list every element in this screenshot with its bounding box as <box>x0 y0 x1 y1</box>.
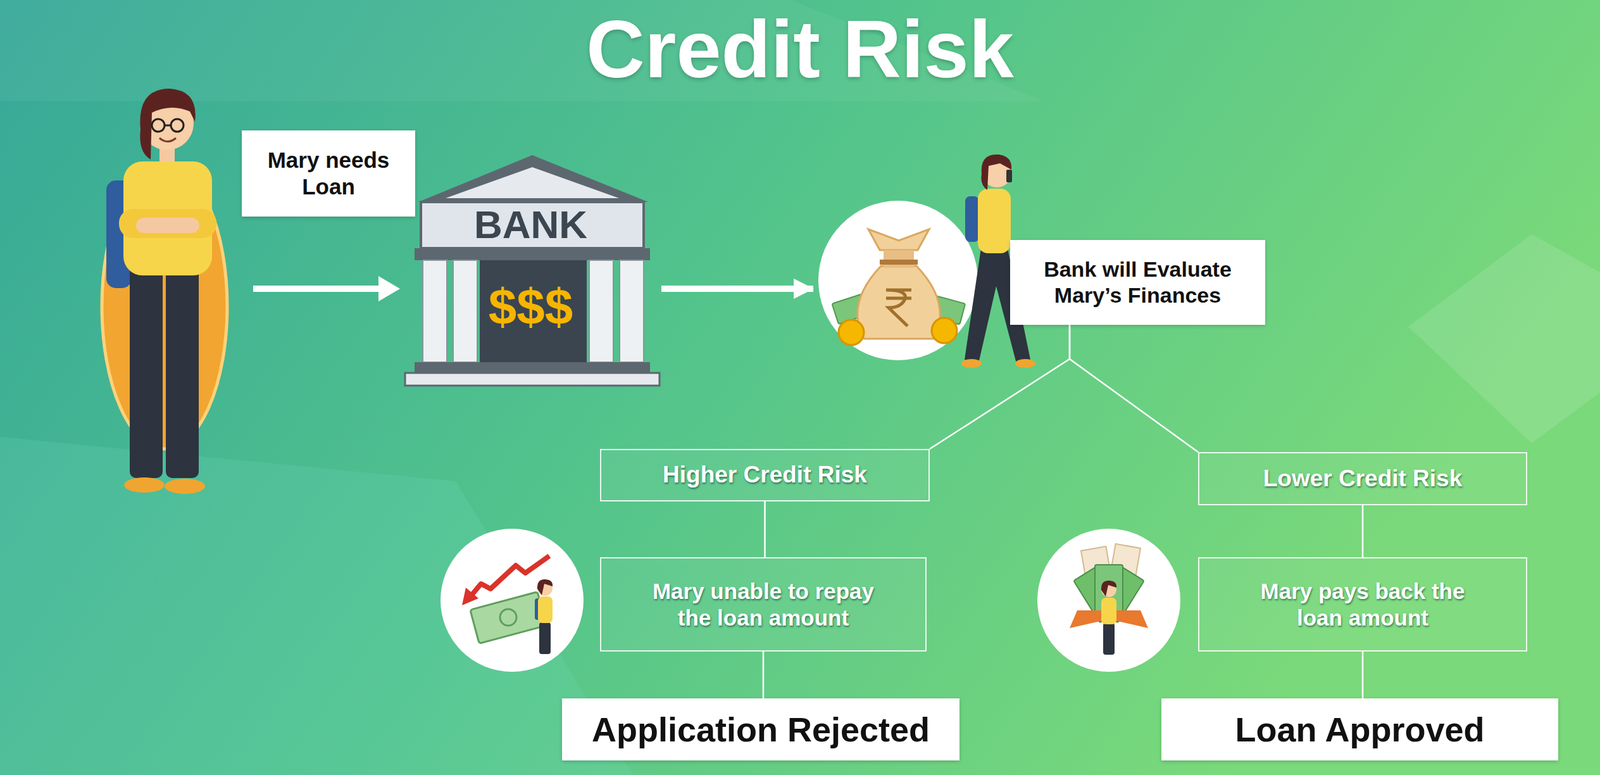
evaluation-step: Bank will Evaluate Mary’s Finances <box>818 200 1266 325</box>
box-label: Lower Credit Risk <box>1263 464 1463 493</box>
bank-column <box>422 260 447 363</box>
flow-arrow <box>253 285 382 292</box>
outcome-box: Mary unable to repay the loan amount <box>600 556 927 652</box>
falling-arrow <box>462 587 479 606</box>
box-label: Bank will Evaluate Mary’s Finances <box>1010 239 1266 325</box>
box-label: Higher Credit Risk <box>662 460 868 489</box>
decision-box: Application Rejected <box>562 698 960 761</box>
title: Credit Risk <box>586 8 1014 90</box>
box-label: Mary pays back the loan amount <box>1239 577 1487 632</box>
box-label: Mary needs Loan <box>258 146 399 200</box>
icon-circle <box>1037 528 1181 672</box>
glasses <box>170 118 184 132</box>
callout-box: Mary needs Loan <box>241 130 416 217</box>
branch-line <box>929 324 1070 449</box>
branch-line <box>1069 324 1199 452</box>
bank-column <box>619 260 644 363</box>
arrow-head <box>378 275 400 302</box>
branch-line <box>1362 505 1364 557</box>
legs <box>539 622 551 654</box>
leg <box>129 265 163 478</box>
branch-line <box>1362 651 1364 699</box>
background-shape <box>0 0 1045 102</box>
branch-line <box>762 651 765 699</box>
banknote <box>500 608 517 626</box>
forearm <box>136 217 200 233</box>
shirt <box>1101 597 1117 625</box>
arms <box>118 208 217 238</box>
backpack <box>965 196 980 242</box>
currency-symbol <box>886 289 912 326</box>
box-label: Loan Approved <box>1234 708 1485 750</box>
shoe <box>164 478 206 494</box>
background-shape <box>1408 234 1600 444</box>
glasses <box>151 118 165 132</box>
banknote <box>470 591 547 644</box>
bank-column <box>589 260 614 363</box>
sign-text: BANK <box>405 205 657 245</box>
coin <box>838 319 864 345</box>
legs <box>1103 622 1115 655</box>
bank-beam <box>414 248 650 261</box>
hair <box>537 579 553 595</box>
shirt <box>977 188 1011 254</box>
outcome-box: Mary pays back the loan amount <box>1198 556 1528 652</box>
risk-box: Lower Credit Risk <box>1198 451 1528 506</box>
hair <box>981 154 1012 190</box>
money-bag <box>883 250 914 268</box>
risk-box: Higher Credit Risk <box>600 448 930 502</box>
hair <box>139 88 195 160</box>
coin <box>931 317 957 344</box>
flow-arrow <box>661 285 814 292</box>
bank-roof <box>445 167 619 199</box>
phone <box>1006 169 1013 183</box>
bank-step <box>405 372 660 386</box>
shoe <box>1015 358 1036 368</box>
bag-rope <box>879 259 918 265</box>
smile <box>159 137 176 142</box>
title-block: Credit Risk <box>0 8 1600 90</box>
box-label: Application Rejected <box>591 708 930 750</box>
bank-roof <box>418 155 649 202</box>
leg <box>165 265 199 478</box>
hair <box>1101 580 1117 597</box>
bank-base <box>414 362 650 373</box>
money-bag <box>868 229 930 250</box>
glasses <box>164 124 171 127</box>
icon-circle <box>818 200 978 361</box>
background-shape <box>0 436 633 775</box>
shoe <box>961 358 982 368</box>
box-label: Mary unable to repay the loan amount <box>639 577 887 632</box>
symbol-text: $$$ <box>405 281 657 333</box>
money-bag <box>857 265 941 339</box>
branch-line <box>763 501 766 557</box>
decision-box: Loan Approved <box>1161 698 1559 761</box>
shirt <box>537 596 553 623</box>
shoe <box>124 477 165 493</box>
icon-circle <box>440 528 584 672</box>
bank-building: BANK $$$ <box>405 155 657 386</box>
bank-column <box>453 260 478 363</box>
